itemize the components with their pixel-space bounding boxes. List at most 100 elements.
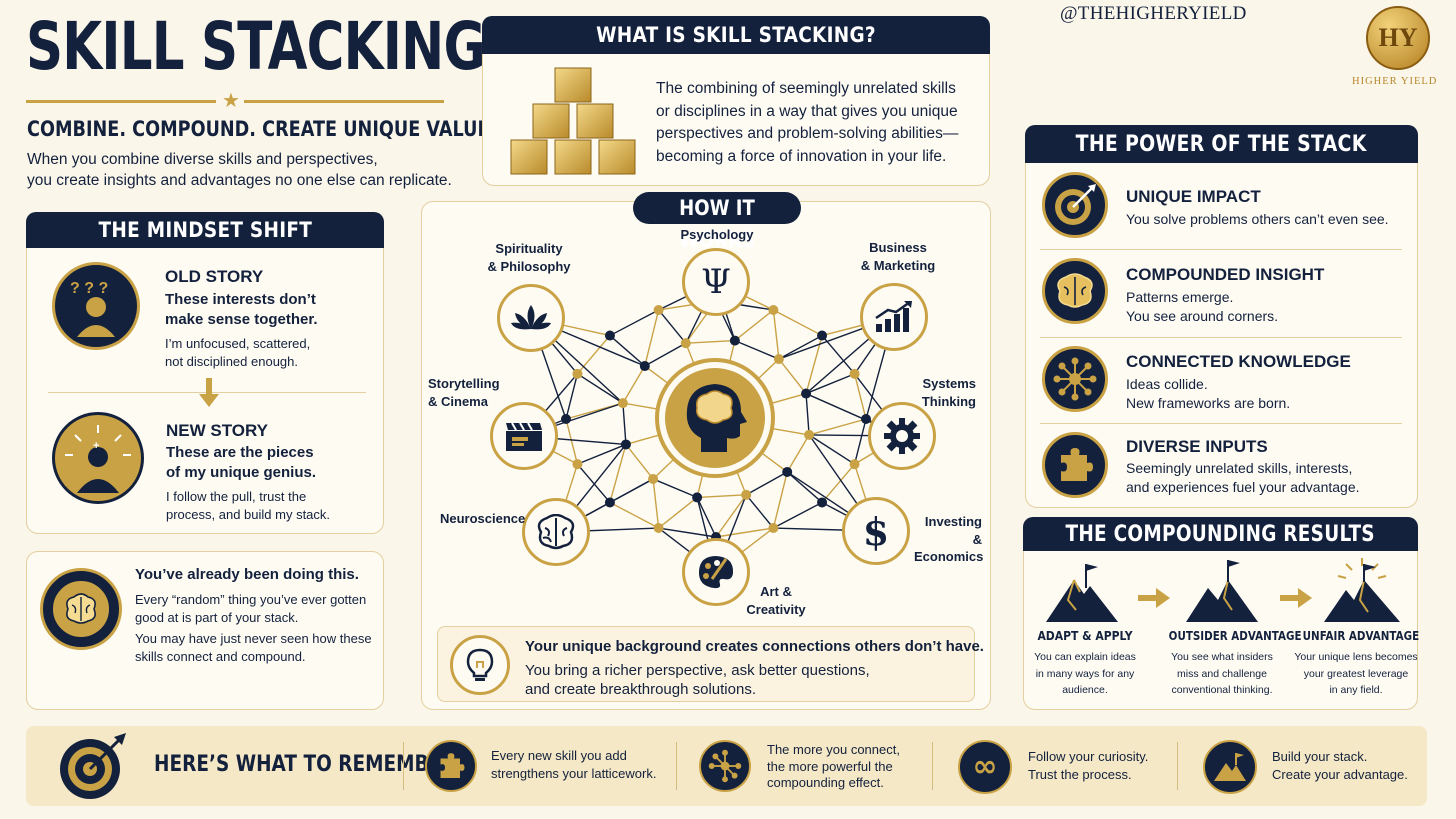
mountain-sunrise-icon (1324, 558, 1400, 622)
node-systems (868, 402, 936, 470)
callout-box (437, 626, 975, 702)
infinity-icon: ∞ (958, 740, 1012, 794)
lattice-link (685, 339, 735, 344)
results-heading: THE COMPOUNDING RESULTS (1023, 517, 1418, 551)
lattice-link (576, 335, 611, 375)
callout-title: Your unique background creates connectio… (525, 638, 984, 655)
lattice-link (644, 342, 687, 367)
gear-icon (884, 418, 920, 454)
cubes-icon (505, 62, 645, 180)
node-business (860, 283, 928, 351)
lattice-link (805, 393, 810, 435)
head-brain-icon (655, 358, 775, 478)
mountain-flag-icon (1203, 740, 1257, 794)
mindset-heading: THE MINDSET SHIFT (26, 212, 384, 248)
brain-icon (40, 568, 122, 650)
old-story-title: OLD STORY (165, 267, 264, 286)
lattice-link (778, 358, 807, 394)
node-spirituality (497, 284, 565, 352)
power-item-title: CONNECTED KNOWLEDGE (1126, 352, 1351, 371)
lattice-link (577, 373, 624, 404)
power-item-title: UNIQUE IMPACT (1126, 187, 1261, 206)
lattice-dot (604, 330, 615, 341)
lattice-dot (849, 459, 860, 470)
label-neuroscience: Neuroscience (440, 511, 526, 526)
lattice-dot (572, 459, 583, 470)
lattice-dot (653, 304, 664, 315)
remember-heading: HERE’S WHAT TO REMEMBER (154, 752, 456, 777)
lattice-dot (653, 523, 664, 534)
brand-logo: HY (1366, 6, 1430, 70)
brain-icon (537, 514, 575, 550)
lattice-dot (617, 398, 628, 409)
lattice-link (715, 494, 747, 538)
power-item-text: Patterns emerge.You see around corners. (1126, 289, 1279, 324)
label-spirituality: Spirituality& Philosophy (487, 241, 571, 274)
lattice-dot (817, 497, 828, 508)
power-item-text: Ideas collide.New frameworks are born. (1126, 376, 1291, 411)
lattice-link (652, 478, 660, 529)
right-arrow-icon (1280, 588, 1312, 608)
lattice-dot (768, 523, 779, 534)
lattice-link (853, 373, 867, 420)
old-story-body: I’m unfocused, scattered,not disciplined… (165, 336, 311, 369)
chart-up-icon (875, 300, 912, 332)
lattice-link (565, 418, 579, 465)
already-title: You’ve already been doing this. (135, 566, 359, 583)
lattice-dot (692, 492, 703, 503)
puzzle-icon (1042, 432, 1108, 498)
brand-handle: @THEHIGHERYIELD (1060, 3, 1247, 24)
label-storytelling: Storytelling& Cinema (428, 376, 500, 409)
lattice-link (745, 471, 788, 496)
right-arrow-icon (1138, 588, 1170, 608)
new-story-title: NEW STORY (166, 421, 269, 440)
power-item-text: You solve problems others can’t even see… (1126, 211, 1389, 227)
lattice-dot (572, 368, 583, 379)
lattice-link (697, 494, 747, 499)
palette-icon (698, 556, 734, 589)
lattice-dot (639, 361, 650, 372)
lattice-dot (801, 388, 812, 399)
lattice-link (576, 463, 611, 503)
lattice-link (715, 527, 774, 538)
lattice-link (658, 496, 698, 529)
lattice-dot (782, 466, 793, 477)
power-item-title: COMPOUNDED INSIGHT (1126, 265, 1325, 284)
what-is-heading: WHAT IS SKILL STACKING? (482, 16, 990, 54)
mountain-flag-icon (1046, 564, 1118, 622)
down-arrow-icon (197, 378, 221, 408)
svg-text:? ? ?: ? ? ? (70, 280, 108, 297)
lattice-link (772, 309, 780, 360)
result-item: UNFAIR ADVANTAGE Your unique lens become… (1294, 629, 1420, 696)
intro-text: When you combine diverse skills and pers… (27, 151, 452, 189)
tagline: COMBINE. COMPOUND. CREATE UNIQUE VALUE. (27, 117, 497, 141)
label-psychology: Psychology (680, 227, 754, 242)
lattice-link (773, 501, 823, 529)
lattice-link (622, 365, 646, 404)
lattice-link (805, 373, 855, 395)
lattice-link (734, 309, 774, 342)
lightbulb-icon (450, 635, 510, 695)
network-icon (1042, 346, 1108, 412)
power-item-title: DIVERSE INPUTS (1126, 437, 1268, 456)
lattice-link (745, 494, 774, 529)
lattice-dot (604, 497, 615, 508)
lattice-dot (861, 414, 871, 424)
lattice-link (808, 418, 867, 436)
callout-body: You bring a richer perspective, ask bett… (525, 662, 870, 698)
lattice-link (577, 443, 627, 465)
lattice-dot (729, 335, 740, 346)
lattice-link (609, 309, 659, 337)
label-art: Art &Creativity (746, 584, 806, 617)
lattice-link (609, 335, 646, 367)
lattice-dot (773, 354, 784, 365)
remember-item-text: Build your stack.Create your advantage. (1272, 749, 1408, 782)
target-icon (1042, 172, 1108, 238)
target-icon (58, 731, 128, 801)
